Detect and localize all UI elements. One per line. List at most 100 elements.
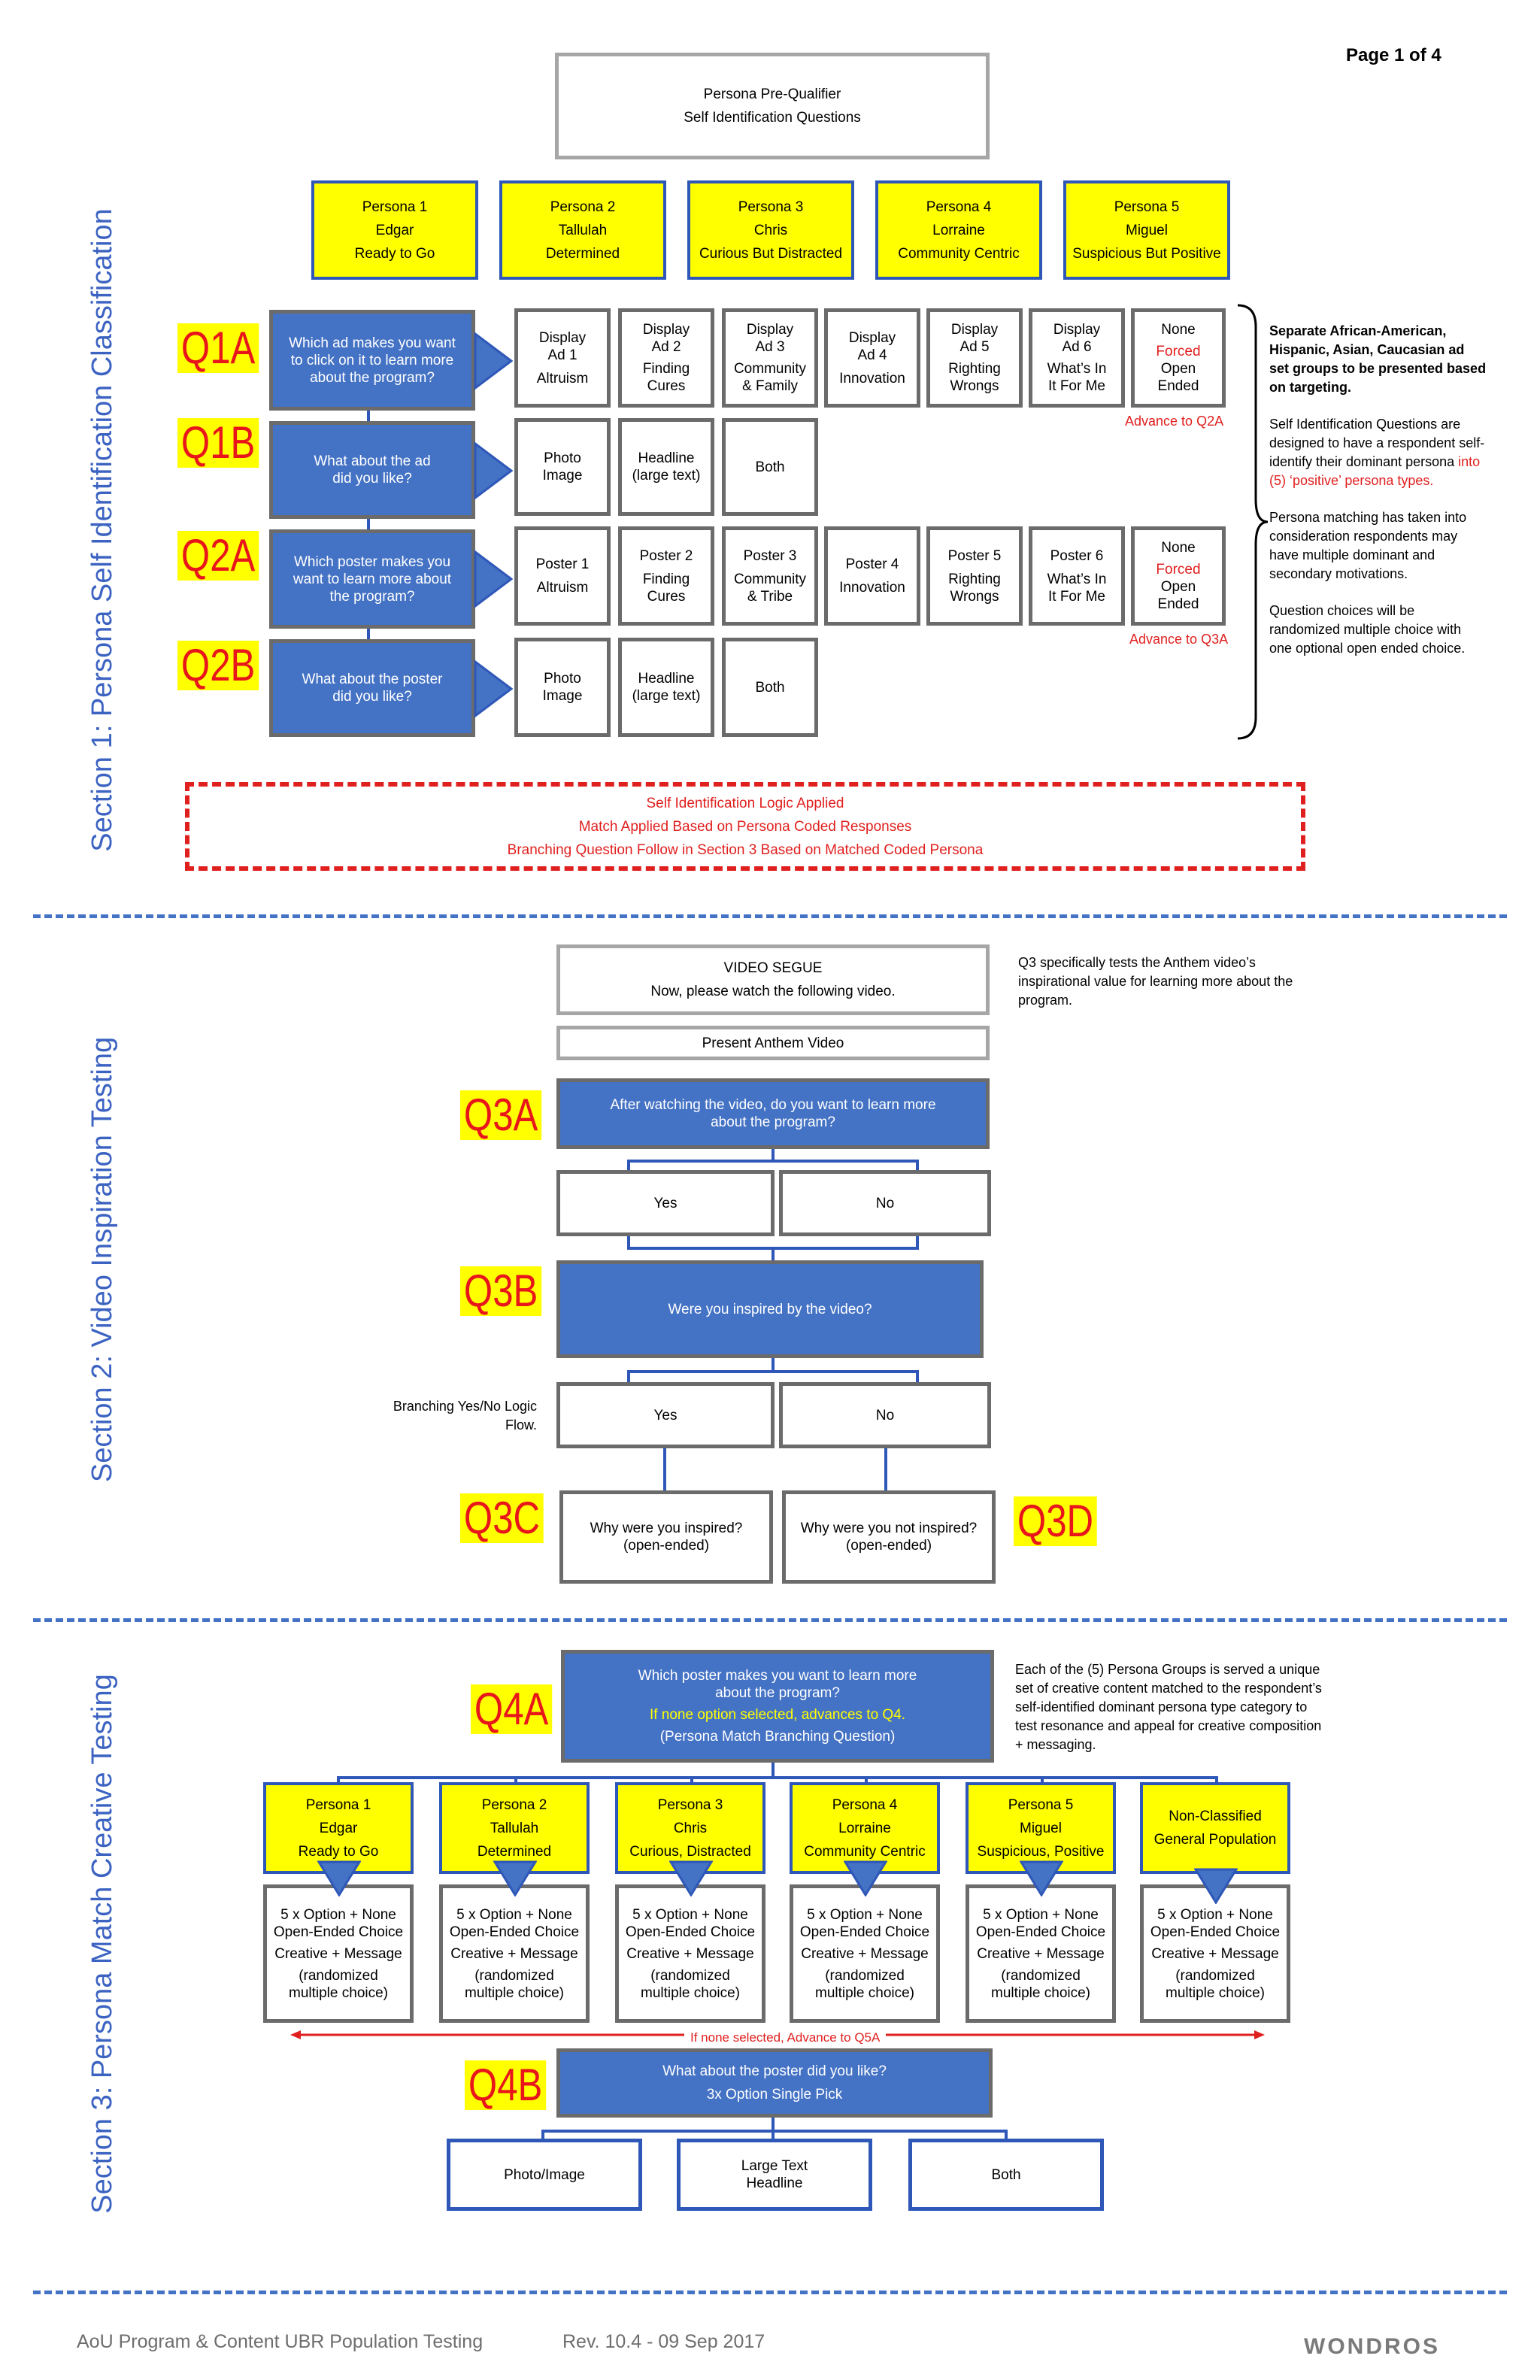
q3b-yes[interactable]: Yes	[556, 1382, 775, 1448]
forced-label: Forced	[1156, 344, 1201, 359]
q2a-option-none[interactable]: None Forced Open Ended	[1131, 526, 1226, 626]
option-line: What’s In	[1047, 361, 1107, 377]
option-line: Both	[991, 2166, 1021, 2183]
header-line-2: Self Identification Questions	[684, 110, 861, 126]
footer-brand-logo: WONDROS	[1304, 2334, 1440, 2359]
brace-icon	[1237, 304, 1269, 740]
q3a-yes[interactable]: Yes	[556, 1170, 775, 1236]
q4a-line: (Persona Match Branching Question)	[659, 1729, 896, 1745]
option-line: Display	[1053, 322, 1101, 338]
q1b-option-headline[interactable]: Headline (large text)	[618, 418, 714, 516]
q2a-line: want to learn more about	[293, 571, 452, 587]
option-line: multiple choice)	[465, 1984, 564, 2001]
option-line: Open-Ended Choice	[449, 1924, 580, 1940]
q3b-connector	[772, 1358, 775, 1372]
no-label: No	[875, 1407, 895, 1423]
q4b-option-both[interactable]: Both	[908, 2139, 1104, 2211]
side-note-matching: Persona matching has taken into consider…	[1269, 510, 1467, 581]
q2a-option-4[interactable]: Poster 4 Innovation	[824, 526, 920, 626]
option-line: Creative + Message	[626, 1945, 754, 1962]
q2a-line: the program?	[329, 588, 415, 605]
option-line: Large Text	[741, 2158, 808, 2174]
logic-box: Self Identification Logic Applied Match …	[185, 782, 1305, 871]
option-line: Open-Ended Choice	[799, 1924, 930, 1940]
option-line: (randomized	[299, 1967, 378, 1984]
option-line: 5 x Option + None	[456, 1906, 572, 1923]
option-line: Finding	[642, 361, 690, 377]
down-arrow-icon	[317, 1860, 361, 1896]
option-line: Both	[755, 459, 785, 475]
q3a-no[interactable]: No	[779, 1170, 991, 1236]
option-line: (randomized	[1175, 1967, 1255, 1984]
q4a-line: about the program?	[715, 1685, 840, 1701]
option-line: Creative + Message	[274, 1945, 402, 1962]
option-line: Cures	[647, 378, 686, 394]
persona-trait: Suspicious, Positive	[977, 1843, 1105, 1860]
q3b-label: Q3B	[460, 1266, 542, 1316]
q1a-option-5[interactable]: Display Ad 5 Righting Wrongs	[926, 308, 1023, 408]
q1a-option-6[interactable]: Display Ad 6 What’s In It For Me	[1029, 308, 1125, 408]
persona-4-box: Persona 4 Lorraine Community Centric	[875, 180, 1042, 280]
q1b-option-both[interactable]: Both	[722, 418, 818, 516]
q4b-line: What about the poster did you like?	[662, 2063, 887, 2079]
present-video-box: Present Anthem Video	[556, 1026, 990, 1060]
q2a-option-3[interactable]: Poster 3 Community & Tribe	[722, 526, 818, 626]
q2a-option-6[interactable]: Poster 6 What’s In It For Me	[1029, 526, 1125, 626]
q4b-connector	[772, 2118, 775, 2131]
option-line: None	[1161, 322, 1196, 338]
q1a-question: Which ad makes you want to click on it t…	[269, 310, 475, 411]
q3d-open-ended[interactable]: Why were you not inspired? (open-ended)	[782, 1490, 996, 1584]
q1b-option-photo[interactable]: Photo Image	[514, 418, 611, 516]
q2a-option-1[interactable]: Poster 1 Altruism	[514, 526, 611, 626]
option-line: Image	[542, 468, 583, 484]
q3c-open-ended[interactable]: Why were you inspired? (open-ended)	[559, 1490, 773, 1584]
q4b-option-photo[interactable]: Photo/Image	[447, 2139, 642, 2211]
option-line: Display	[538, 329, 587, 346]
persona-alias: Tallulah	[490, 1820, 539, 1836]
q3a-connector	[772, 1247, 775, 1262]
q2b-option-photo[interactable]: Photo Image	[514, 638, 611, 737]
option-line: Wrongs	[950, 378, 999, 394]
forced-label: Forced	[1156, 562, 1201, 578]
q2a-option-5[interactable]: Poster 5 Righting Wrongs	[926, 526, 1023, 626]
q1b-question: What about the ad did you like?	[269, 421, 475, 519]
option-line: multiple choice)	[641, 1984, 740, 2001]
header-box: Persona Pre-Qualifier Self Identificatio…	[555, 53, 990, 159]
q1a-option-3[interactable]: Display Ad 3 Community & Family	[722, 308, 818, 408]
q1a-label: Q1A	[177, 323, 259, 373]
q3c-line: Why were you inspired?	[590, 1520, 743, 1536]
q3d-line: (open-ended)	[845, 1538, 932, 1554]
q3b-connector	[627, 1370, 630, 1384]
option-line: Photo/Image	[504, 2166, 585, 2183]
q3c-label: Q3C	[460, 1493, 544, 1543]
q4b-option-large-text[interactable]: Large Text Headline	[677, 2139, 872, 2211]
q1a-option-4[interactable]: Display Ad 4 Innovation	[824, 308, 920, 408]
q2b-line: What about the poster	[302, 672, 443, 687]
q1a-option-2[interactable]: Display Ad 2 Finding Cures	[618, 308, 714, 408]
option-line: Display	[746, 322, 794, 338]
q3a-connector	[916, 1160, 919, 1173]
persona-alias: Miguel	[1020, 1820, 1062, 1836]
option-line: Creative + Message	[977, 1945, 1105, 1962]
q3a-connector	[627, 1160, 917, 1163]
q2b-option-headline[interactable]: Headline (large text)	[618, 638, 714, 737]
q3a-connector	[772, 1149, 775, 1161]
q2b-option-both[interactable]: Both	[722, 638, 818, 737]
q1a-option-1[interactable]: Display Ad 1 Altruism	[514, 308, 611, 408]
q2a-option-2[interactable]: Poster 2 Finding Cures	[618, 526, 714, 626]
q2b-line: did you like?	[332, 689, 412, 705]
q3b-no[interactable]: No	[779, 1382, 991, 1448]
option-line: Poster 2	[639, 547, 693, 564]
no-label: No	[875, 1195, 895, 1211]
q3b-connector	[627, 1370, 917, 1373]
persona-alias: Lorraine	[838, 1820, 891, 1836]
option-line: Poster 5	[947, 547, 1002, 564]
option-line: Headline	[746, 2175, 803, 2191]
q1a-option-none[interactable]: None Forced Open Ended	[1131, 308, 1226, 408]
